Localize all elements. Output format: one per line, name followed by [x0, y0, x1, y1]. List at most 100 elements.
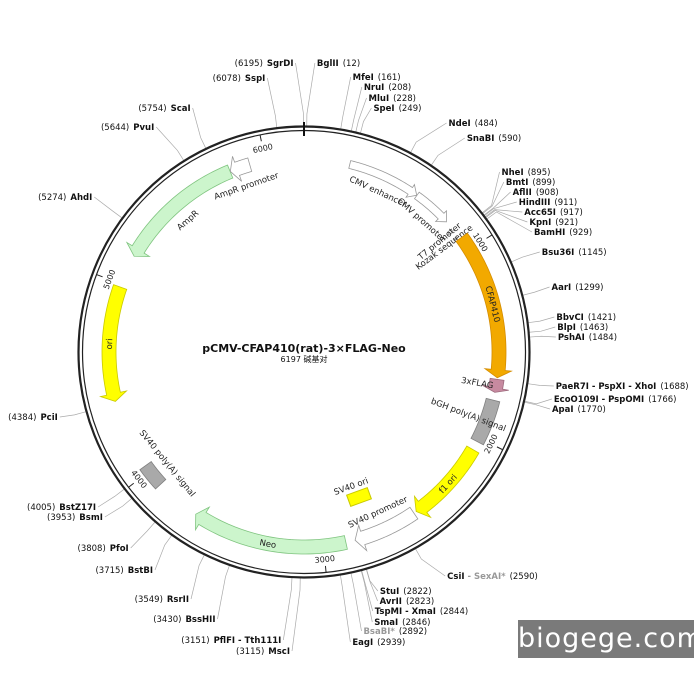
site-tspmi-xmai: TspMI - XmaI(2844) [375, 607, 468, 617]
site-pcii: (4384)PciI [8, 413, 58, 423]
site-leader [340, 574, 351, 643]
site-ndei: NdeI(484) [449, 119, 498, 129]
site-bsabi-: BsaBI*(2892) [363, 627, 427, 637]
tick-mark [324, 565, 327, 573]
site-label: BbvCI(1421) [556, 313, 616, 323]
feature-t7-promoter-shape [446, 229, 454, 236]
site-leader [350, 86, 363, 132]
site-leader [529, 326, 556, 333]
feature-neo-label: Neo [259, 538, 277, 551]
site-label: (3151)PflFI - Tth111I [181, 636, 281, 646]
site-label: AflII(908) [513, 188, 559, 198]
site-leader [104, 498, 133, 518]
site-msci: (3115)MscI [236, 647, 290, 657]
site-acc65i: Acc65I(917) [524, 208, 583, 218]
feature-3xflag-label: 3xFLAG [460, 376, 494, 391]
site-label: AvrII(2823) [380, 597, 435, 607]
site-leader [360, 107, 372, 134]
site-leader-lines [59, 62, 556, 652]
tick-mark [259, 134, 262, 142]
site-label: MfeI(161) [353, 73, 401, 83]
site-leader [484, 209, 523, 218]
feature-ampr-label: AmpR [175, 209, 201, 233]
site-avrii: AvrII(2823) [380, 597, 435, 607]
site-kpni: KpnI(921) [529, 218, 578, 228]
site-label: AarI(1299) [552, 283, 604, 293]
site-pfoi: (3808)PfoI [78, 544, 129, 554]
feature-ampr-promoter-shape [229, 156, 253, 182]
site-label: StuI(2822) [380, 587, 432, 597]
site-label: BmtI(899) [506, 178, 555, 188]
site-leader [306, 62, 316, 127]
feature-sv40-promoter-shape [354, 506, 419, 552]
site-label: (3808)PfoI [78, 544, 129, 554]
site-label: Bsu36I(1145) [542, 248, 607, 258]
site-label: SpeI(249) [373, 104, 421, 114]
feature-bgh-shape [470, 397, 501, 446]
feature-sv40-polya-label: SV40 poly(A) signal [137, 428, 197, 499]
site-eagi: EagI(2939) [352, 638, 405, 648]
site-label: (5274)AhdI [38, 193, 92, 203]
site-rsrii: (3549)RsrII [135, 595, 189, 605]
site-csii: CsiI - SexAI*(2590) [447, 572, 538, 582]
site-bsmi: (3953)BsmI [47, 513, 103, 523]
site-bsshii: (3430)BssHII [153, 615, 215, 625]
plasmid-name: pCMV-CFAP410(rat)-3×FLAG-Neo [202, 342, 406, 355]
site-label: EcoO109I - PspOMI(1766) [554, 395, 677, 405]
site-label: MluI(228) [369, 94, 416, 104]
site-label: (3715)BstBI [95, 566, 153, 576]
feature-cmv-enhancer-shape [348, 160, 418, 198]
site-leader [355, 97, 367, 133]
site-label: BglII(12) [317, 59, 360, 69]
watermark-logo: biogege.com [518, 620, 700, 658]
site-label: ApaI(1770) [552, 405, 606, 415]
site-leader [282, 577, 293, 641]
site-leader [430, 137, 466, 166]
site-snabi: SnaBI(590) [467, 134, 521, 144]
plasmid-size: 6197 碱基对 [281, 354, 328, 364]
feature-sv40-ori: SV40 ori [333, 476, 373, 508]
site-hindiii: HindIII(911) [519, 198, 578, 208]
feature-sv40-polya: SV40 poly(A) signal [137, 428, 197, 499]
feature-ori-label: ori [105, 338, 115, 349]
site-spei: SpeI(249) [373, 104, 421, 114]
site-sspi: (6078)SspI [213, 74, 266, 84]
site-leader [155, 126, 185, 161]
site-leader [522, 286, 550, 296]
site-stui: StuI(2822) [380, 587, 432, 597]
feature-cfap410-shape [455, 232, 513, 379]
site-leader [410, 122, 447, 153]
site-leader [524, 398, 552, 405]
site-leader [483, 191, 511, 216]
plasmid-backbone [77, 122, 531, 579]
site-scai: (5754)ScaI [138, 104, 190, 114]
feature-ampr: AmpR [125, 164, 234, 257]
site-leader [295, 62, 304, 127]
site-leader [97, 488, 125, 508]
tick-label: 3000 [314, 554, 335, 565]
site-label: KpnI(921) [529, 218, 578, 228]
site-bsu36i: Bsu36I(1145) [542, 248, 607, 258]
site-bglii: BglII(12) [317, 59, 360, 69]
feature-sv40-polya-shape [139, 461, 167, 490]
site-mlui: MluI(228) [369, 94, 416, 104]
site-leader [511, 251, 540, 263]
feature-3xflag-shape [482, 377, 509, 393]
site-label: (6078)SspI [213, 74, 266, 84]
feature-cmv-promoter-shape [413, 191, 447, 223]
site-leader [190, 554, 205, 600]
site-smai: SmaI(2846) [374, 618, 430, 628]
site-label: HindIII(911) [519, 198, 578, 208]
site-label: NdeI(484) [449, 119, 498, 129]
feature-sv40-ori-box [345, 486, 373, 508]
site-leader [415, 548, 446, 577]
site-leader [486, 211, 533, 233]
feature-kozak-shape [452, 236, 458, 242]
site-label: Acc65I(917) [524, 208, 583, 218]
tick-mark [496, 446, 503, 451]
site-apai: ApaI(1770) [552, 405, 606, 415]
feature-f1-ori-shape [413, 445, 480, 519]
site-label: (3430)BssHII [153, 615, 215, 625]
